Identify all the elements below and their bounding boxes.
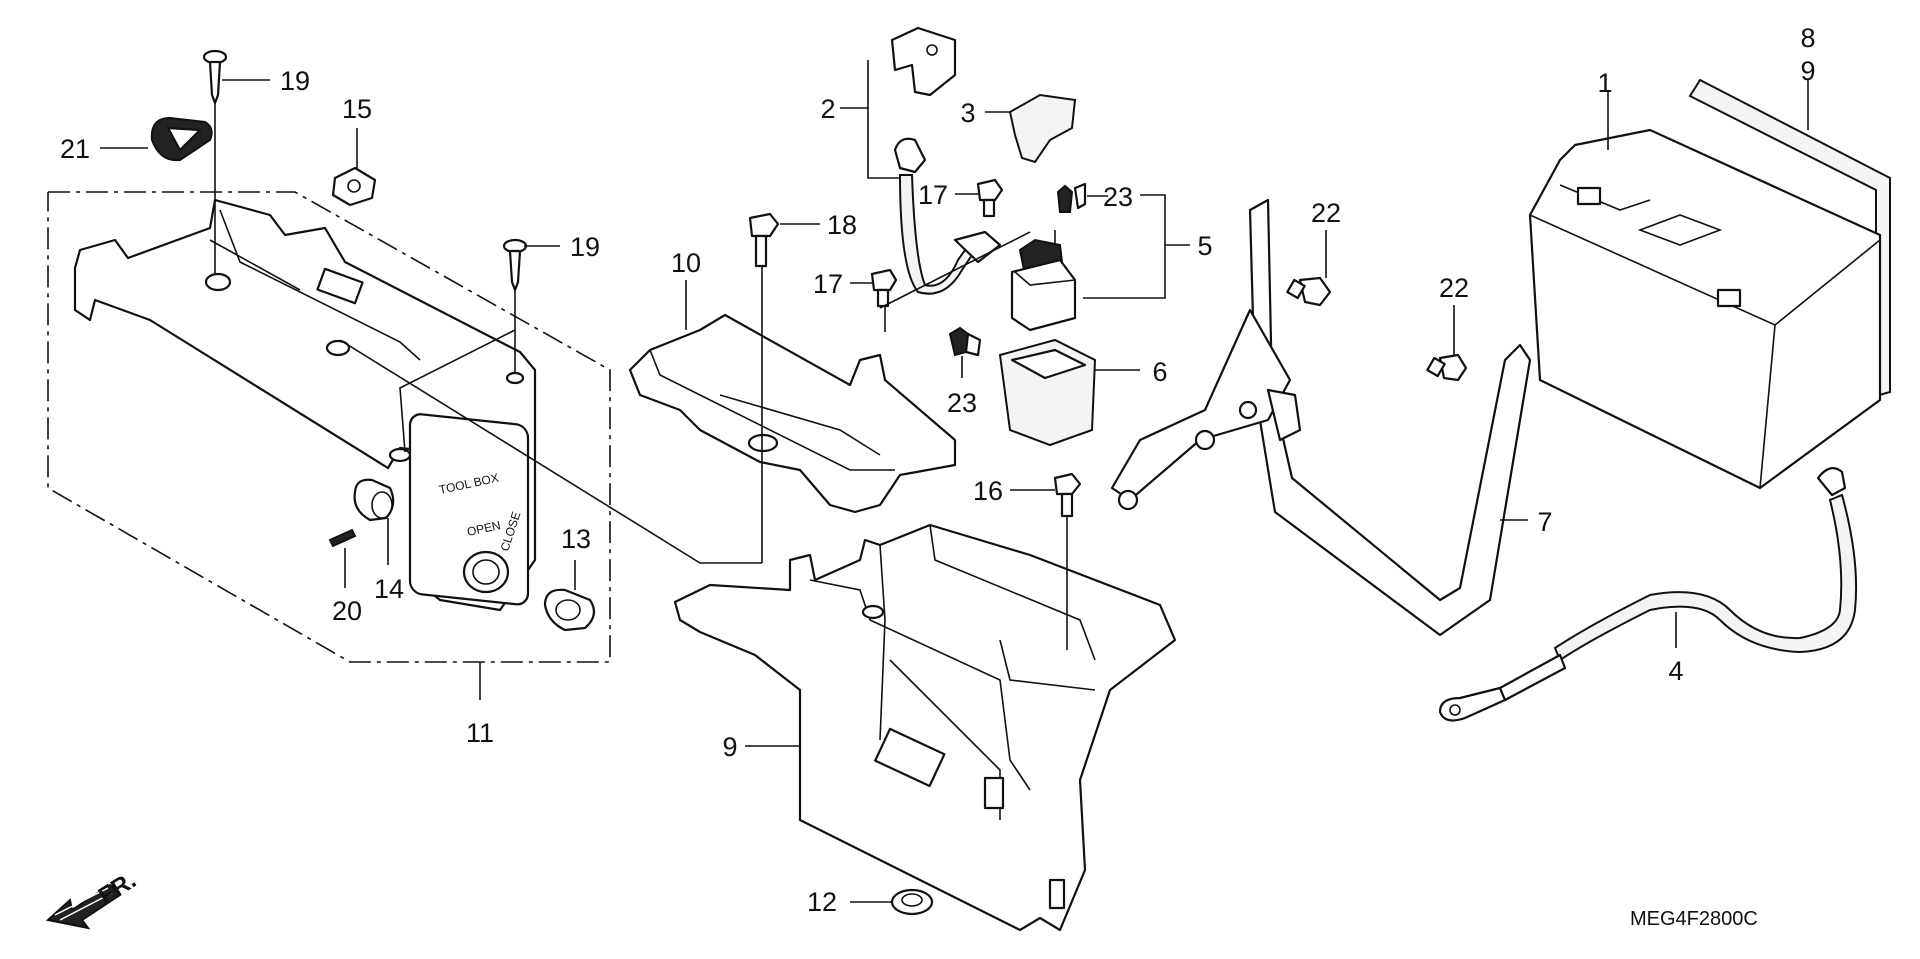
callout-19-top: 19 xyxy=(280,66,310,96)
callout-18: 18 xyxy=(827,210,857,240)
grommet-12 xyxy=(850,888,934,916)
front-direction-arrow-icon: FR. xyxy=(45,867,141,930)
callout-16: 16 xyxy=(973,476,1003,506)
bolt-18 xyxy=(339,212,820,564)
cover-text-open: OPEN xyxy=(466,518,502,539)
clip-21 xyxy=(100,116,213,162)
callout-7: 7 xyxy=(1537,507,1552,537)
screw-19-top xyxy=(202,49,270,275)
relay-boot-6 xyxy=(998,338,1140,447)
bolt-17-top xyxy=(955,178,1004,218)
clamp-13 xyxy=(543,560,596,632)
fuse-23-top xyxy=(1056,182,1108,213)
battery-stay-7 xyxy=(1110,198,1532,637)
callout-6: 6 xyxy=(1152,357,1167,387)
pin-20 xyxy=(328,528,357,588)
callout-11: 11 xyxy=(466,718,494,748)
cable-4 xyxy=(1438,467,1858,722)
callout-15: 15 xyxy=(342,94,372,124)
callout-10: 10 xyxy=(671,248,701,278)
bolt-17-bottom xyxy=(850,268,898,332)
bolt-22-right xyxy=(1426,305,1468,382)
cable-2 xyxy=(840,26,1002,295)
callout-1: 1 xyxy=(1597,68,1612,98)
callout-5: 5 xyxy=(1197,231,1212,261)
battery-box xyxy=(673,523,1177,932)
bolt-16 xyxy=(1010,472,1082,650)
callout-20: 20 xyxy=(332,596,362,626)
callout-3: 3 xyxy=(960,98,975,128)
callout-21: 21 xyxy=(60,134,90,164)
callout-23-top: 23 xyxy=(1103,182,1133,212)
callout-23-bottom: 23 xyxy=(947,388,977,418)
cover-assembly-outline xyxy=(47,191,611,700)
battery-tray xyxy=(628,280,957,514)
callout-4: 4 xyxy=(1668,656,1683,686)
callout-19-right: 19 xyxy=(570,232,600,262)
battery-1 xyxy=(1528,78,1891,490)
diagram-reference-code: MEG4F2800C xyxy=(1630,908,1758,930)
nut-15 xyxy=(331,128,377,207)
callout-14: 14 xyxy=(374,574,404,604)
callout-13: 13 xyxy=(561,524,591,554)
callout-2: 2 xyxy=(820,94,835,124)
tool-box-cover: TOOL BOX OPEN CLOSE xyxy=(73,198,537,612)
grommet-14 xyxy=(353,478,395,565)
fuse-23-bottom xyxy=(948,326,982,378)
bolt-22-left xyxy=(1286,230,1332,307)
callout-22-left: 22 xyxy=(1311,198,1341,228)
callout-9-box: 9 xyxy=(722,732,737,762)
callout-17-top: 17 xyxy=(918,180,948,210)
callout-12: 12 xyxy=(807,887,837,917)
terminal-cap-3 xyxy=(985,93,1077,164)
relay-5 xyxy=(1010,194,1190,332)
callout-9-battery: 9 xyxy=(1800,56,1815,86)
callout-17-bottom: 17 xyxy=(813,269,843,299)
screw-19-right xyxy=(399,238,560,453)
callout-22-right: 22 xyxy=(1439,273,1469,303)
callout-8: 8 xyxy=(1800,23,1815,53)
callout-labels: 1 2 3 4 5 6 7 8 9 9 10 11 12 13 14 15 16… xyxy=(60,23,1816,917)
